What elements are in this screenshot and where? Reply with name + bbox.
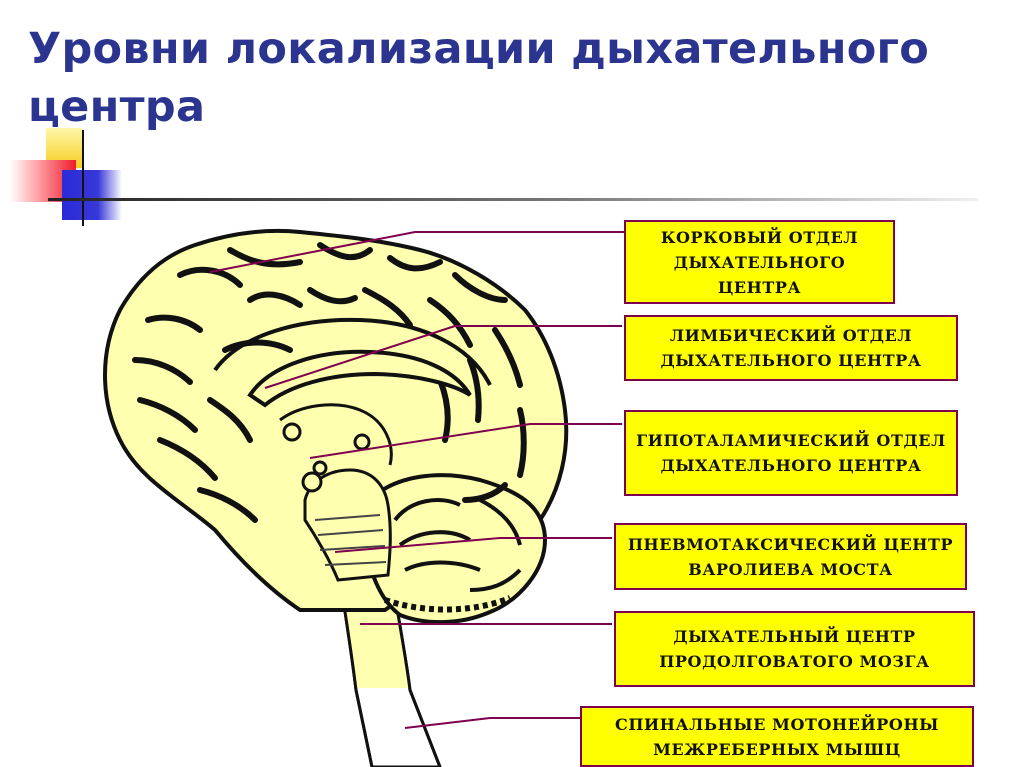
leader-line-spinal [404,717,491,729]
label-pneumotaxic-text: ПНЕВМОТАКСИЧЕСКИЙ ЦЕНТР ВАРОЛИЕВА МОСТА [627,534,954,579]
label-hypothalamic: ГИПОТАЛАМИЧЕСКИЙ ОТДЕЛ ДЫХАТЕЛЬНОГО ЦЕНТ… [624,410,958,496]
label-limbic-text: ЛИМБИЧЕСКИЙ ОТДЕЛ ДЫХАТЕЛЬНОГО ЦЕНТРА [660,326,922,370]
label-cortical: КОРКОВЫЙ ОТДЕЛ ДЫХАТЕЛЬНОГО ЦЕНТРА [624,220,895,304]
leader-lines [209,231,624,729]
label-pneumotaxic: ПНЕВМОТАКСИЧЕСКИЙ ЦЕНТР ВАРОЛИЕВА МОСТА [614,523,967,590]
brainstem [303,468,392,582]
label-limbic: ЛИМБИЧЕСКИЙ ОТДЕЛ ДЫХАТЕЛЬНОГО ЦЕНТРА [624,315,958,381]
label-spinal-text: СПИНАЛЬНЫЕ МОТОНЕЙРОНЫ МЕЖРЕБЕРНЫХ МЫШЦ [614,714,939,759]
label-hypothalamic-text: ГИПОТАЛАМИЧЕСКИЙ ОТДЕЛ ДЫХАТЕЛЬНОГО ЦЕНТ… [636,431,946,475]
label-cortical-text: КОРКОВЫЙ ОТДЕЛ ДЫХАТЕЛЬНОГО ЦЕНТРА [660,227,859,297]
decorative-blue-square [62,170,122,220]
cerebellum [363,473,548,625]
label-medulla-text: ДЫХАТЕЛЬНЫЙ ЦЕНТР ПРОДОЛГОВАТОГО МОЗГА [659,627,930,671]
title-underline [48,198,978,201]
leader-line-pneumotaxic [334,537,501,553]
decorative-vertical-line [82,130,84,226]
corpus-callosum [247,349,472,408]
leader-line-cortical [209,231,416,273]
slide-title: Уровни локализации дыхательного центра [28,24,930,132]
label-medulla: ДЫХАТЕЛЬНЫЙ ЦЕНТР ПРОДОЛГОВАТОГО МОЗГА [614,611,975,687]
limbic-arc [213,317,492,386]
cerebellum-folia [393,498,522,592]
leader-line-limbic [264,325,456,389]
label-spinal: СПИНАЛЬНЫЕ МОТОНЕЙРОНЫ МЕЖРЕБЕРНЫХ МЫШЦ [580,706,974,767]
leader-line-hypothalamic [309,423,531,459]
